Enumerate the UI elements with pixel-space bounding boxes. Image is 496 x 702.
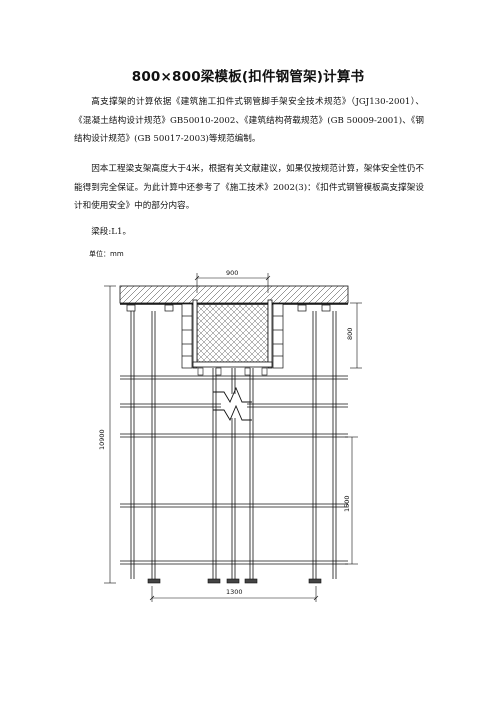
dim-bottom-label: 1300 <box>226 588 243 596</box>
beam-side-battens <box>181 303 284 369</box>
dim-left-total-label: 10900 <box>98 429 106 450</box>
paragraph-beam-segment: 梁段:L1。 <box>91 227 132 237</box>
dim-right-lower: 1500 <box>343 436 358 565</box>
dim-right-top-label: 800 <box>346 328 354 340</box>
paragraph-reference: 因本工程梁支架高度大于4米，根据有关文献建议，如果仅按规范计算，架体安全性仍不能… <box>74 164 424 211</box>
dim-top-label: 900 <box>226 269 238 277</box>
dim-right-lower-label: 1500 <box>343 495 351 512</box>
dim-left-total: 10900 <box>98 285 116 584</box>
paragraph-basis: 高支撑架的计算依据《建筑施工扣件式钢管脚手架安全技术规范》（JGJ130-200… <box>74 97 424 144</box>
dim-bottom: 1300 <box>149 586 319 602</box>
page-title: 800×800梁模板(扣件钢管架)计算书 <box>131 69 365 85</box>
slab-clamps <box>126 304 331 312</box>
ledger-clamps <box>197 367 268 376</box>
break-symbol <box>213 386 252 421</box>
horizontal-ledgers <box>120 375 348 565</box>
dim-right-top: 800 <box>346 302 362 369</box>
unit-label: 单位：mm <box>89 250 124 258</box>
beam-section <box>192 299 273 369</box>
base-plates <box>147 578 322 584</box>
floor-slab <box>119 285 349 304</box>
